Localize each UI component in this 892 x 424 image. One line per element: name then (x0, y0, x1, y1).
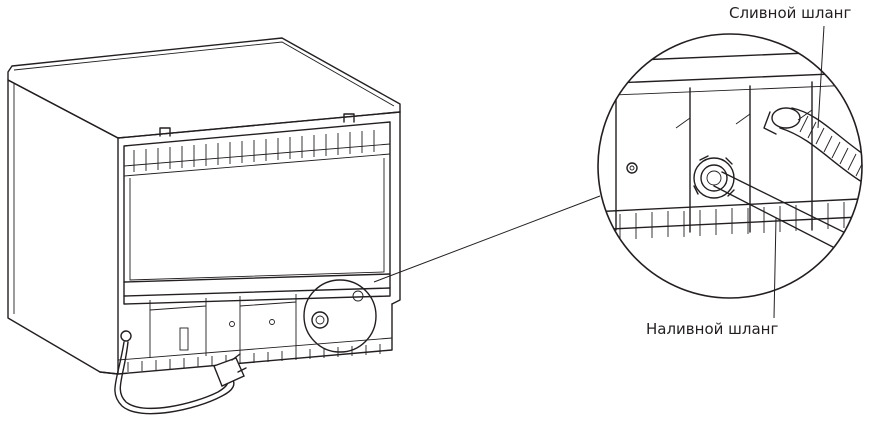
magnified-view (597, 33, 863, 299)
dishwasher-body (7, 37, 401, 375)
drain-hose-label: Сливной шланг (729, 4, 852, 22)
inlet-hose-label: Наливной шланг (646, 320, 779, 338)
magnifier-leader-line (373, 195, 601, 283)
inlet-hose-leader (773, 217, 777, 319)
drain-hose-leader (817, 25, 825, 129)
power-cord (114, 341, 247, 415)
vent-slots (133, 130, 375, 172)
base-ribs (127, 344, 381, 372)
